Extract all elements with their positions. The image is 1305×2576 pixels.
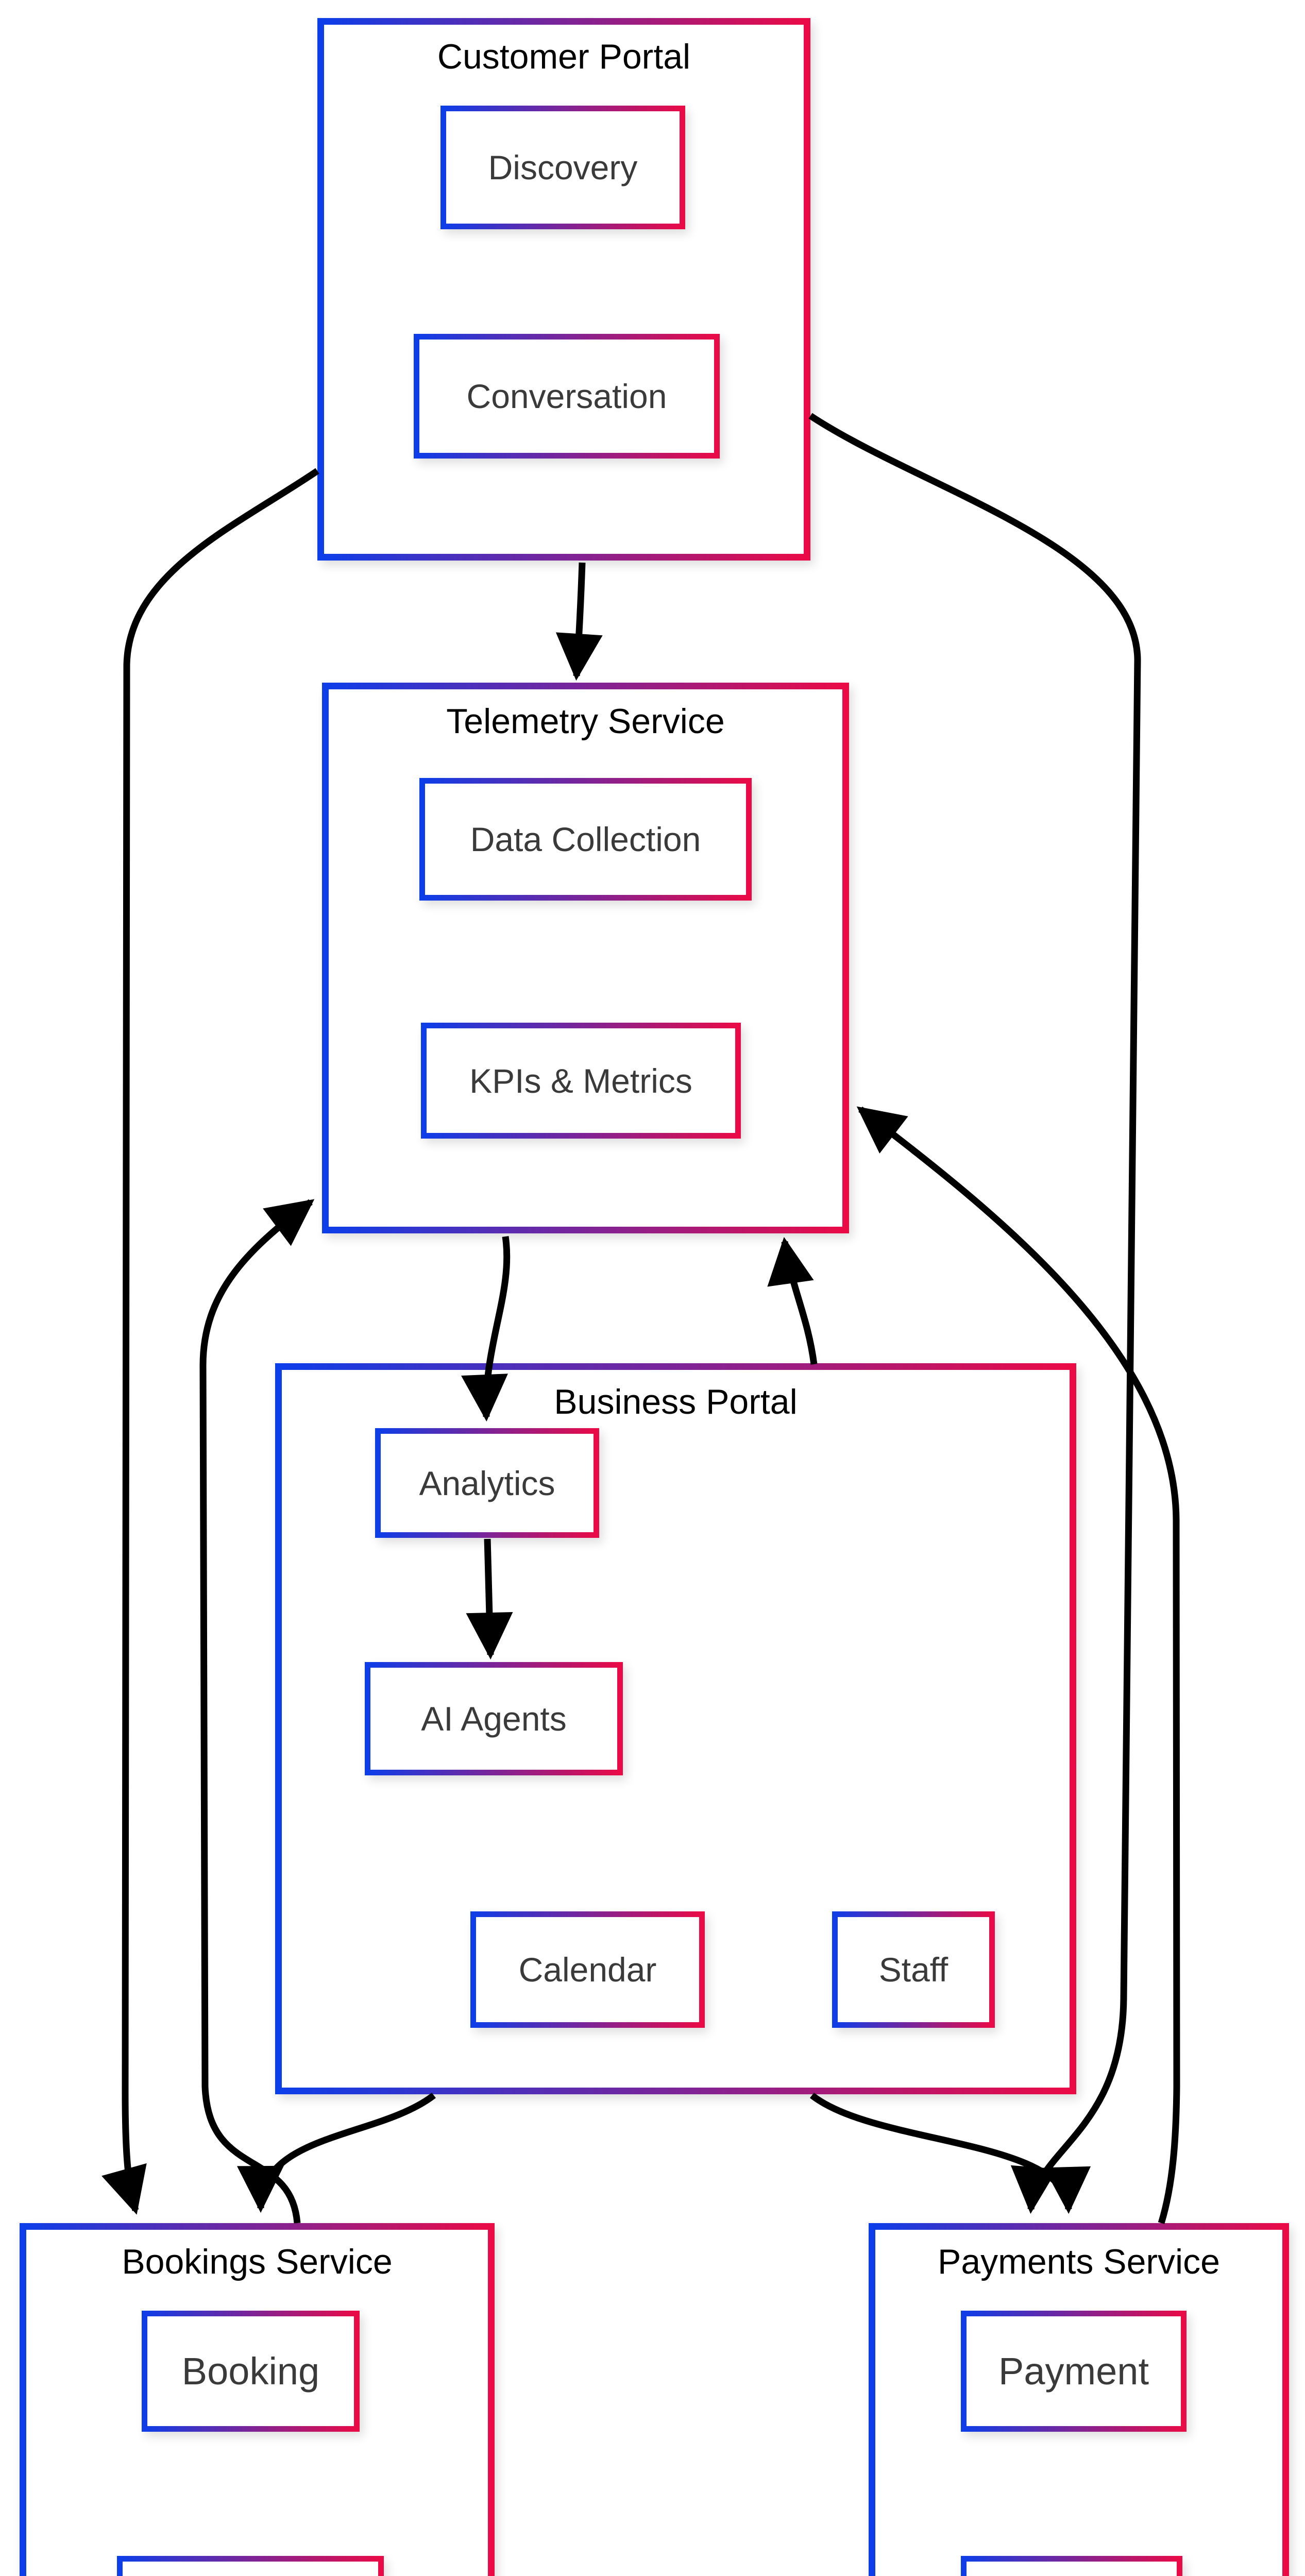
calendar-label: Calendar: [518, 1951, 657, 1989]
customer-portal-title: Customer Portal: [437, 37, 691, 76]
analytics-label: Analytics: [419, 1464, 555, 1502]
ai-agents-label: AI Agents: [421, 1700, 567, 1738]
payments-service-box: Payments Service: [869, 2223, 1289, 2576]
customer-portal-box: Customer Portal: [317, 18, 810, 561]
customer-portal-body: Customer Portal: [324, 25, 804, 554]
conversation-label: Conversation: [466, 377, 667, 415]
telemetry-service-box: Telemetry Service: [322, 683, 849, 1233]
telemetry-service-title: Telemetry Service: [446, 702, 725, 741]
data-collection-label: Data Collection: [470, 820, 701, 858]
ai-agents-box: AI Agents: [365, 1662, 623, 1775]
discovery-label: Discovery: [488, 148, 638, 187]
calendar-box: Calendar: [470, 1911, 705, 2028]
edge-business-portal-to-payments-service: [809, 2092, 1091, 2214]
data-collection-box: Data Collection: [419, 778, 752, 901]
payment-label: Payment: [998, 2350, 1149, 2393]
analytics-box: Analytics: [375, 1428, 599, 1538]
kpis-metrics-label: KPIs & Metrics: [469, 1061, 692, 1100]
discovery-box: Discovery: [440, 106, 685, 229]
telemetry-service-body: Telemetry Service: [329, 689, 842, 1227]
payments-service-body: Payments Service: [875, 2230, 1282, 2576]
bookings-service-title: Bookings Service: [122, 2242, 393, 2281]
edge-business-portal-to-bookings-service: [237, 2092, 436, 2213]
booking-box: Booking: [142, 2311, 360, 2432]
payments-service-title: Payments Service: [938, 2242, 1220, 2281]
conversation-box: Conversation: [414, 334, 720, 459]
staff-box: Staff: [832, 1911, 995, 2028]
edge-customer-portal-to-telemetry-service: [555, 562, 603, 681]
booking-label: Booking: [181, 2350, 320, 2393]
staff-label: Staff: [878, 1951, 948, 1989]
business-portal-title: Business Portal: [554, 1382, 798, 1421]
kpis-metrics-box: KPIs & Metrics: [421, 1023, 741, 1139]
receipts-box: Receipts: [961, 2556, 1182, 2576]
payment-box: Payment: [961, 2311, 1187, 2432]
edge-business-portal-to-telemetry-service: [767, 1236, 818, 1365]
scheduling-box: Scheduling: [117, 2556, 384, 2576]
